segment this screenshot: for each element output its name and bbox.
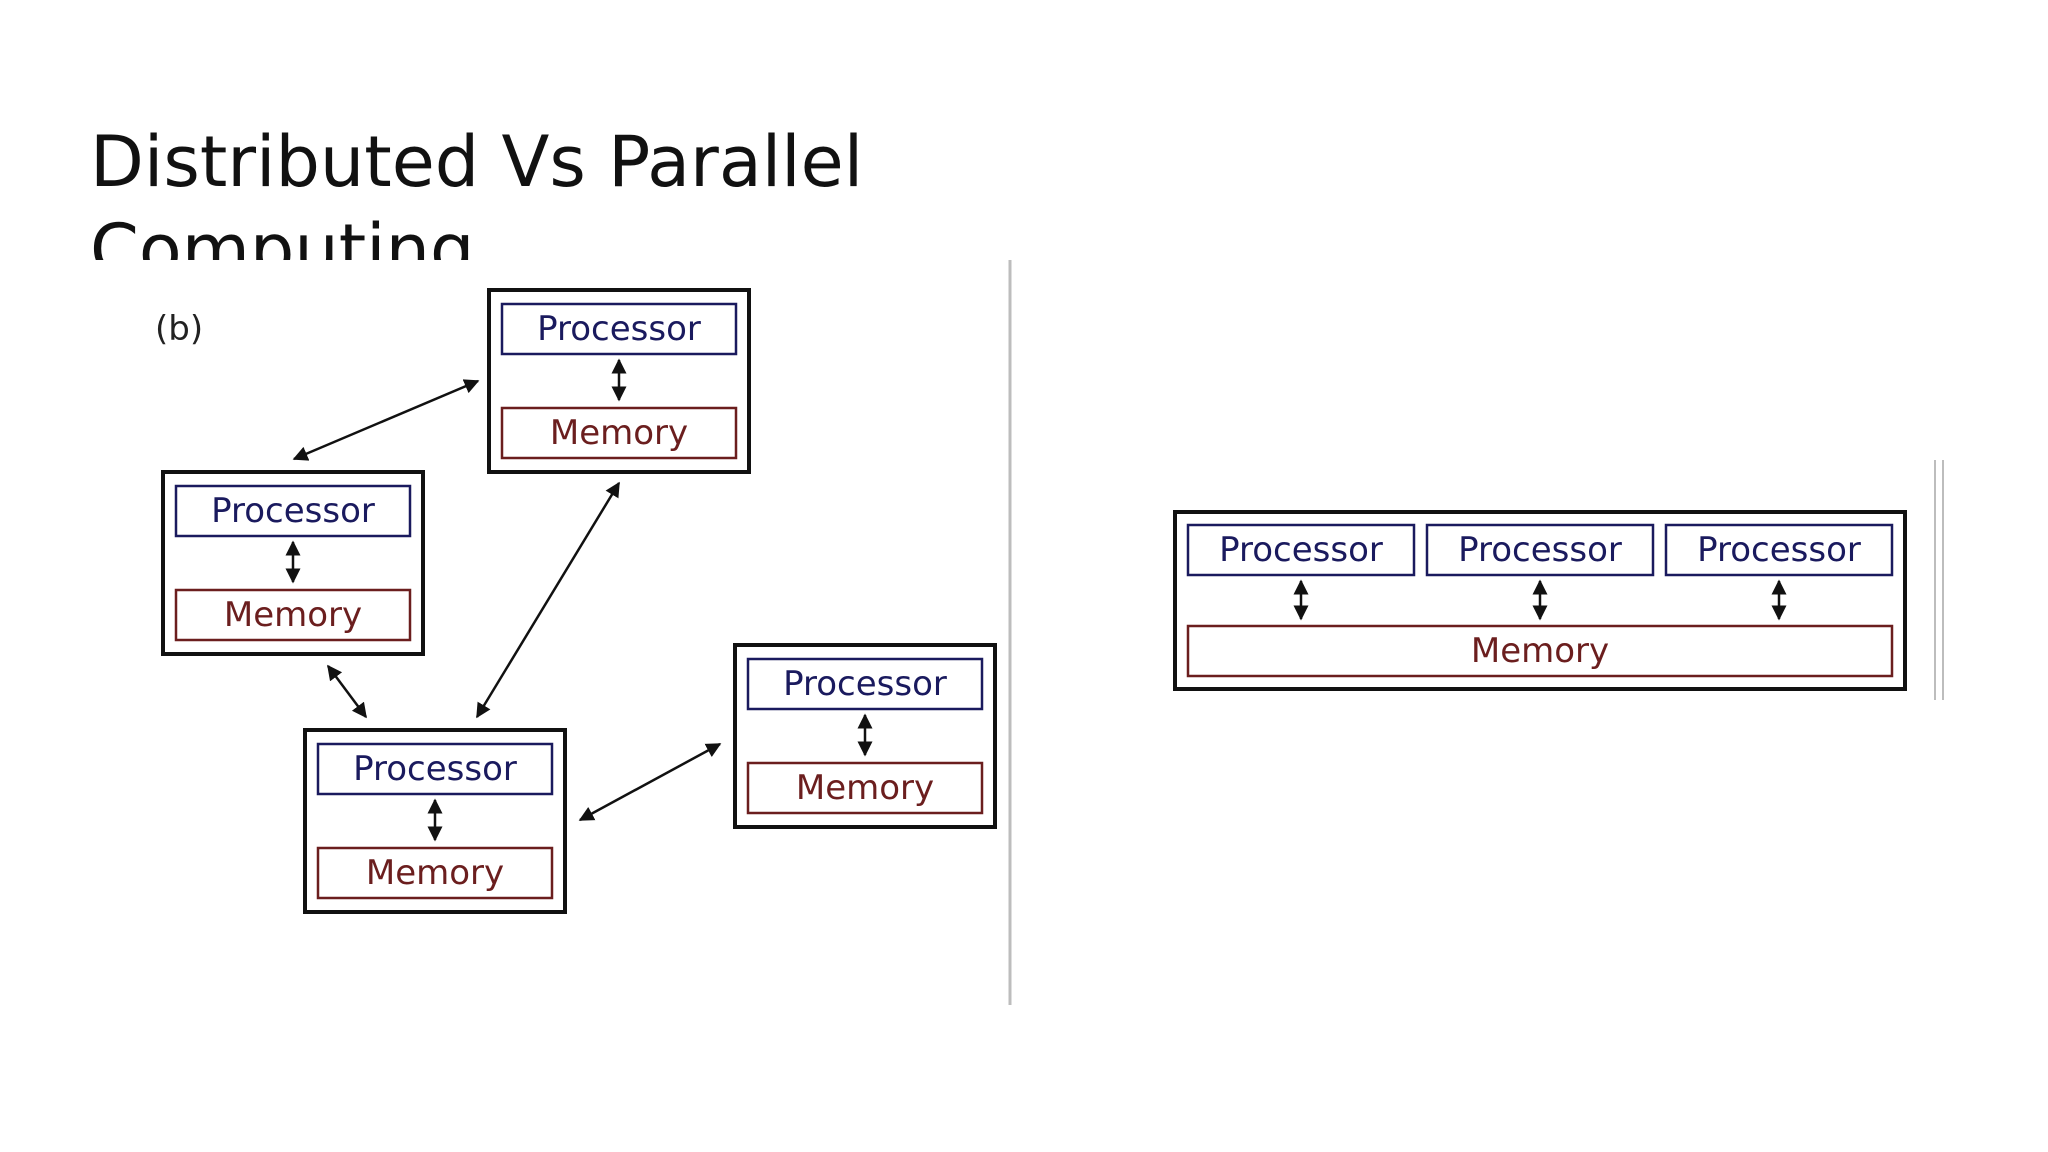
- network-link-3-4: [578, 742, 722, 822]
- processor-label: Processor: [537, 309, 701, 349]
- network-link-1-3: [475, 481, 621, 719]
- network-link-2-3: [326, 664, 368, 719]
- processor-box: [1425, 523, 1655, 577]
- processor-label: Processor: [1697, 530, 1861, 570]
- slide-title: Distributed Vs Parallel Computing: [90, 121, 864, 260]
- memory-label: Memory: [366, 853, 504, 893]
- shared-memory-label: Memory: [1471, 631, 1609, 671]
- processor-box: [316, 742, 554, 796]
- processor-label: Processor: [1219, 530, 1383, 570]
- processor-label: Processor: [783, 664, 947, 704]
- parallel-system: Processor Processor Processor Memory: [1173, 510, 1907, 691]
- memory-label: Memory: [224, 595, 362, 635]
- processor-box: [1664, 523, 1894, 577]
- processor-box: [174, 484, 412, 538]
- memory-label: Memory: [796, 768, 934, 808]
- panel-label: (b): [155, 309, 203, 349]
- processor-box: [1186, 523, 1416, 577]
- distributed-node-4: Processor Memory: [733, 643, 997, 829]
- memory-box: [500, 406, 738, 460]
- processor-label: Processor: [353, 749, 517, 789]
- processor-box: [500, 302, 738, 356]
- processor-box: [746, 657, 984, 711]
- memory-box: [174, 588, 412, 642]
- memory-label: Memory: [550, 413, 688, 453]
- memory-box: [316, 846, 554, 900]
- processor-label: Processor: [211, 491, 375, 531]
- distributed-node-3: Processor Memory: [303, 728, 567, 914]
- distributed-node-2: Processor Memory: [161, 470, 425, 656]
- distributed-node-1: Processor Memory: [487, 288, 751, 474]
- shared-memory-box: [1186, 624, 1894, 678]
- processor-label: Processor: [1458, 530, 1622, 570]
- memory-box: [746, 761, 984, 815]
- network-link-1-2: [292, 379, 480, 461]
